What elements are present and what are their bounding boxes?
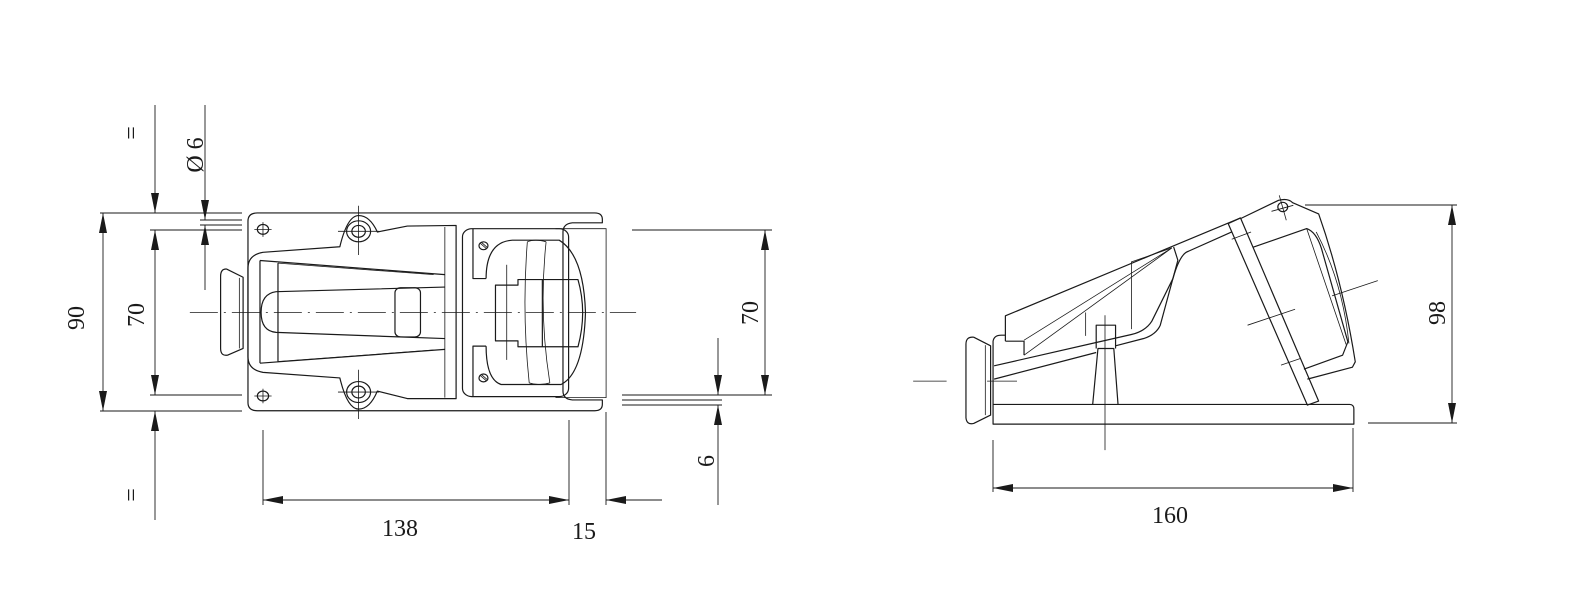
support-post	[1093, 325, 1118, 404]
equal-mark-top: =	[119, 126, 145, 140]
housing-top	[1005, 218, 1240, 341]
front-view-labels: 90 70 Ø 6 = = 138 15 70 6	[64, 126, 764, 545]
front-view-dimensions	[99, 105, 772, 520]
dim-label-70-right: 70	[738, 301, 764, 325]
front-view-outline	[190, 206, 636, 419]
grip-side	[966, 337, 991, 424]
socket-flange	[1228, 218, 1318, 405]
dim-label-15: 15	[572, 519, 596, 545]
dim-label-90: 90	[64, 306, 90, 330]
dim-label-6: 6	[694, 455, 720, 467]
grip	[221, 269, 244, 355]
dim-label-138: 138	[382, 516, 418, 542]
side-view-dimensions: 160 98	[992, 204, 1457, 529]
base-plate	[248, 213, 602, 411]
side-view-outline	[913, 195, 1378, 450]
dim-label-98: 98	[1425, 301, 1451, 325]
dim-label-hole-diameter: Ø 6	[183, 137, 209, 172]
base-plate-side	[993, 404, 1354, 424]
equal-mark-bottom: =	[119, 488, 145, 502]
dim-label-160: 160	[1152, 503, 1188, 529]
center-tongue	[261, 287, 445, 338]
dim-label-70-left: 70	[124, 303, 150, 327]
mounting-holes	[254, 206, 379, 419]
socket-housing	[1241, 200, 1356, 380]
